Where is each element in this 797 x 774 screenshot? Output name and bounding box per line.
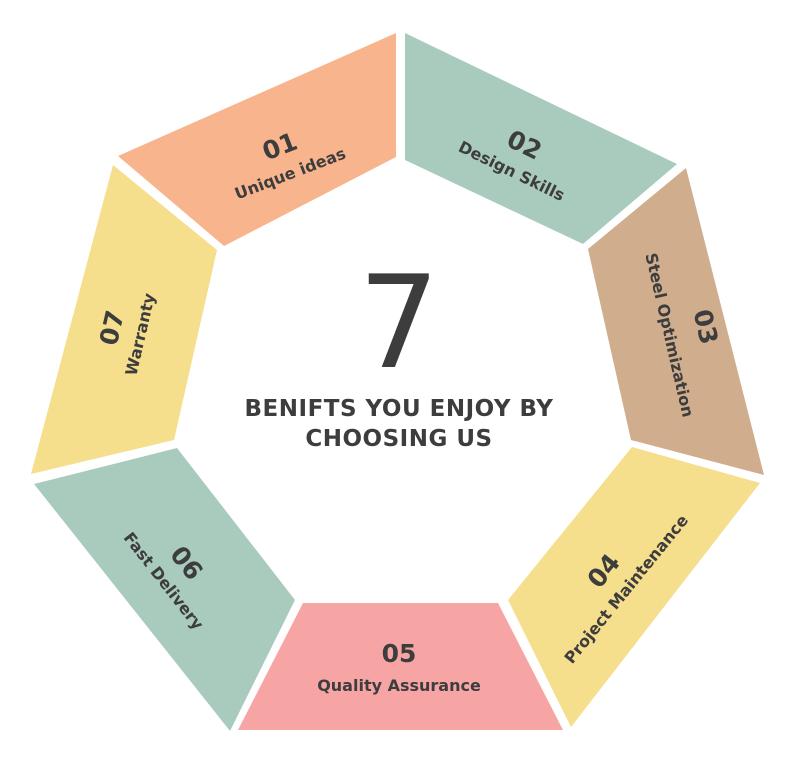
- segment-04: 04 Project Maintenance: [508, 447, 760, 727]
- segment-05-shape: [238, 603, 563, 730]
- center-heading-line2: CHOOSING US: [305, 426, 492, 452]
- segment-06: 06 Fast Delivery: [34, 448, 295, 731]
- segment-03: 03 Steel Optimization: [588, 168, 764, 475]
- center-number: 7: [358, 249, 439, 398]
- segment-02-shape: [405, 33, 677, 244]
- segment-07-shape: [31, 165, 217, 474]
- segment-05-number: 05: [382, 639, 417, 668]
- segment-01-shape: [118, 33, 396, 246]
- center-title: 7 BENIFTS YOU ENJOY BY CHOOSING US: [245, 249, 554, 452]
- segment-03-shape: [588, 168, 764, 475]
- center-heading-line1: BENIFTS YOU ENJOY BY: [245, 396, 554, 422]
- segment-07: 07 Warranty: [31, 165, 217, 474]
- segment-01: 01 Unique ideas: [118, 33, 396, 246]
- segment-05-label: Quality Assurance: [317, 676, 481, 695]
- segment-06-shape: [34, 448, 295, 731]
- segment-05: 05 Quality Assurance: [238, 603, 563, 730]
- segment-04-shape: [508, 447, 760, 727]
